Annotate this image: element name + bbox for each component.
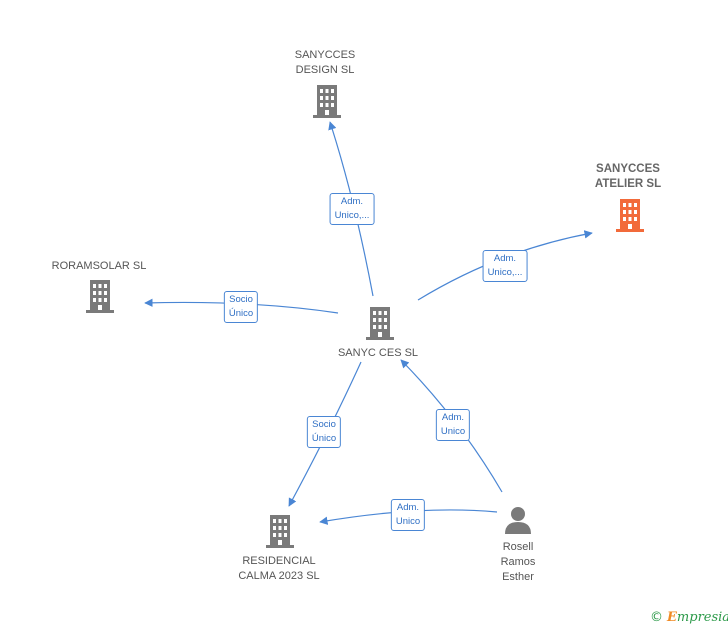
person-icon[interactable] (505, 507, 531, 534)
node-label-roramsolar[interactable]: RORAMSOLAR SL (51, 260, 147, 272)
edge-label-center-design: Adm. Unico,... (329, 193, 375, 225)
node-label-center[interactable]: SANYC CES SL (337, 347, 419, 359)
brand-name: mpresia (676, 610, 728, 625)
edge-label-center-atelier: Adm. Unico,... (482, 250, 528, 282)
building-icon[interactable] (86, 280, 114, 313)
node-label-residencial[interactable]: RESIDENCIAL CALMA 2023 SL (238, 555, 320, 582)
edge-label-person-center: Adm. Unico (435, 409, 471, 441)
brand-logo: © Empresia (650, 610, 728, 625)
edges (144, 121, 593, 525)
building-icon[interactable] (266, 515, 294, 548)
copyright-symbol: © (650, 610, 663, 625)
node-label-atelier[interactable]: SANYCCES ATELIER SL (594, 163, 662, 190)
brand-initial: E (667, 610, 677, 625)
edge-label-center-residencial: Socio Único (306, 416, 342, 448)
node-label-person[interactable]: Rosell Ramos Esther (500, 541, 536, 583)
building-highlight-icon[interactable] (616, 199, 644, 232)
node-label-design[interactable]: SANYCCES DESIGN SL (294, 49, 356, 76)
edge-label-person-residencial: Adm. Unico (390, 499, 426, 531)
building-icon[interactable] (366, 307, 394, 340)
building-icon[interactable] (313, 85, 341, 118)
edge-label-center-roramsolar: Socio Único (223, 291, 259, 323)
